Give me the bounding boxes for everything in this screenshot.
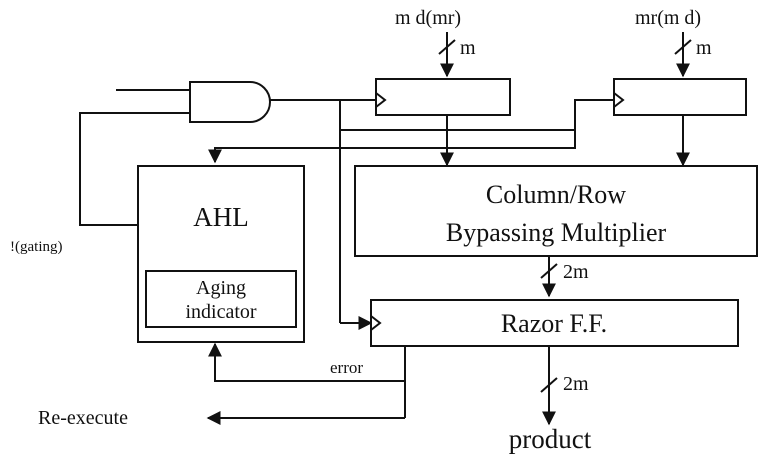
- multiplier-label-2: Bypassing Multiplier: [446, 218, 667, 247]
- bus-slash-right: [674, 39, 692, 55]
- register-left: [375, 78, 511, 116]
- error-to-aging-indicator: [208, 342, 405, 382]
- bus-slash-left: [438, 39, 456, 55]
- bus-width-left: m: [460, 37, 476, 59]
- and-gate: [189, 81, 271, 123]
- input-label-left: m d(mr): [395, 7, 461, 29]
- multiplier-block: [354, 165, 758, 257]
- bus-slash-product: [540, 377, 558, 393]
- input-label-right: mr(m d): [635, 7, 701, 29]
- razor-ff-clock: [370, 315, 382, 331]
- product-label: product: [509, 424, 592, 454]
- razor-ff-label: Razor F.F.: [501, 309, 607, 338]
- bus-width-right: m: [696, 37, 712, 59]
- razor-ff-block: [370, 299, 739, 347]
- error-signal-label: error: [330, 358, 363, 377]
- bus-slash-mult: [540, 263, 558, 279]
- aging-indicator-label-2: indicator: [185, 301, 256, 323]
- bus-width-mult: 2m: [563, 261, 589, 283]
- clock-to-ahl: [208, 130, 576, 164]
- ahl-label: AHL: [193, 202, 249, 232]
- and-gate-input-gating: [79, 112, 190, 226]
- register-right-clock: [613, 92, 625, 108]
- gating-signal-label: !(gating): [10, 239, 62, 255]
- reexecute-label: Re-execute: [38, 407, 128, 429]
- bus-width-product: 2m: [563, 373, 589, 395]
- aging-indicator-block: [145, 270, 297, 328]
- multiplier-label-1: Column/Row: [486, 180, 626, 209]
- register-right: [613, 78, 747, 116]
- register-left-clock: [375, 92, 387, 108]
- aging-indicator-label-1: Aging: [196, 277, 246, 299]
